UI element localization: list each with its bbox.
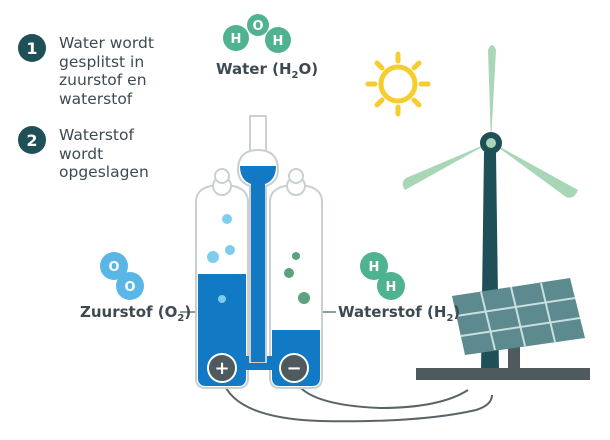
step-text: Water wordt gesplitst in zuurstof en wat…: [59, 34, 154, 108]
oxygen-bubble: [218, 295, 226, 303]
step-text: Waterstof wordt opgeslagen: [59, 126, 149, 181]
water-atom-h2: H: [273, 34, 284, 49]
hydrogen-label: Waterstof (H2): [338, 303, 461, 324]
anode-symbol: +: [214, 358, 229, 379]
step-number-badge: 1: [18, 34, 46, 62]
anode-electrode: [207, 353, 237, 383]
oxygen-atom-2: O: [124, 280, 135, 295]
oxygen-molecule-icon: O O: [100, 252, 144, 300]
water-atom-h1: H: [231, 32, 242, 47]
electric-wires: [221, 377, 493, 423]
oxygen-bubble: [222, 214, 232, 224]
water-label: Water (H2O): [216, 60, 319, 81]
step-1: 1 Water wordt gesplitst in zuurstof en w…: [18, 34, 177, 108]
electrolyzer: + −: [195, 115, 323, 389]
water-molecule-icon: O H H: [223, 14, 291, 53]
water-atom-o: O: [252, 19, 263, 34]
hydrogen-atom-1: H: [369, 260, 380, 275]
hydrogen-molecule-icon: H H: [360, 252, 405, 300]
hydrogen-bubble: [284, 268, 294, 278]
oxygen-label: Zuurstof (O2): [80, 303, 192, 324]
oxygen-atom-1: O: [108, 260, 119, 275]
solar-panel: [416, 278, 590, 380]
hydrogen-bubble: [292, 252, 300, 260]
step-list: 1 Water wordt gesplitst in zuurstof en w…: [18, 34, 177, 200]
oxygen-bubble: [207, 251, 219, 263]
step-number-badge: 2: [18, 126, 46, 154]
sun-icon: [365, 51, 431, 117]
step-2: 2 Waterstof wordt opgeslagen: [18, 126, 177, 182]
oxygen-bubble: [225, 245, 235, 255]
hydrogen-atom-2: H: [386, 280, 397, 295]
hydrogen-bubble: [298, 292, 310, 304]
cathode-symbol: −: [286, 358, 301, 379]
cathode-electrode: [279, 353, 309, 383]
